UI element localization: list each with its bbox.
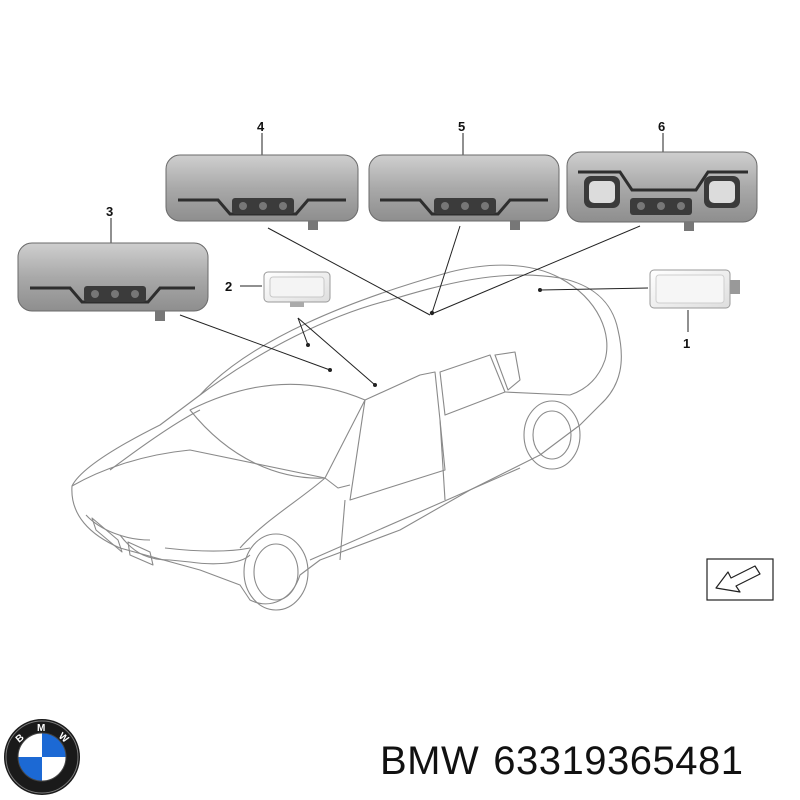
bmw-logo-letter-m: M [37,723,45,734]
part-5-roof-console [368,154,560,230]
leader-lines [110,133,689,386]
brand-name: BMW [380,739,480,783]
part-number-label: BMW 63319365481 [380,735,790,787]
callout-6: 6 [658,119,665,134]
view-direction-arrow-icon [706,558,774,601]
part-4-roof-console [165,154,359,230]
callout-3: 3 [106,204,113,219]
part-1-interior-lamp [649,269,740,309]
bmw-roundel-icon: B M W [4,719,80,795]
part-2-courtesy-lamp [263,271,331,307]
part-number: 63319365481 [493,739,744,783]
callout-1: 1 [683,336,690,351]
car-outline [71,264,622,611]
part-3-roof-console [17,242,209,321]
leader-dots [306,288,542,387]
part-6-roof-console [566,151,758,231]
callout-4: 4 [257,119,265,134]
callout-2: 2 [225,279,232,294]
callout-5: 5 [458,119,465,134]
